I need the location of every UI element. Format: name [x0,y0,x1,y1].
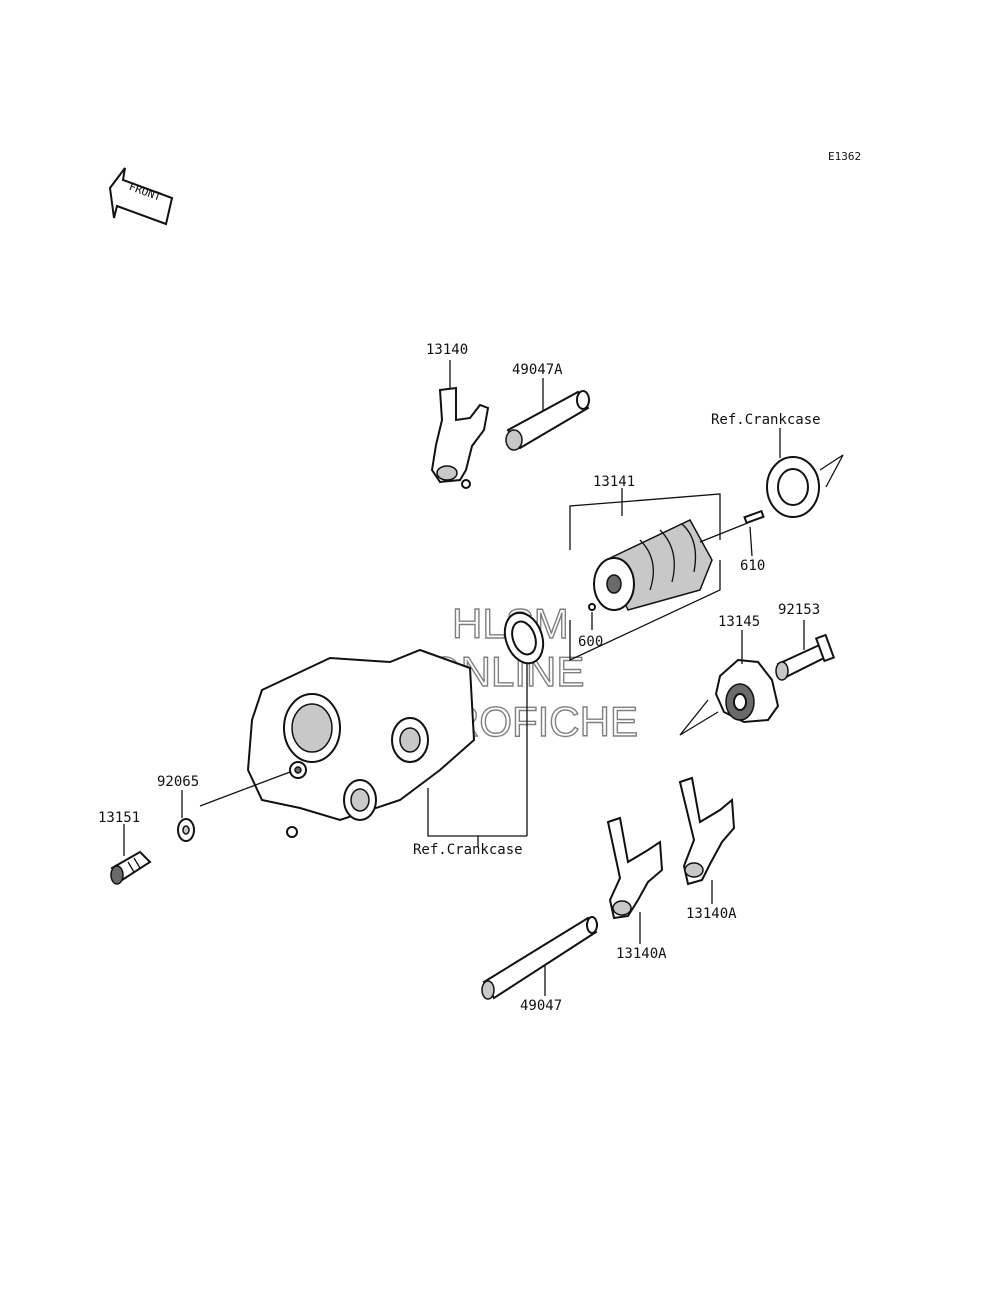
leader-610 [749,526,753,557]
label-13140A-right: 13140A [686,906,737,922]
label-92065: 92065 [157,774,199,790]
bearing-top-icon [766,454,844,518]
bolt-92153-icon [775,633,836,681]
label-13141: 13141 [593,474,635,490]
label-13151: 13151 [98,810,140,826]
label-600: 600 [578,634,603,650]
shift-fork-13140A-left-icon [606,816,664,920]
label-92153: 92153 [778,602,820,618]
bearing-needle-icon [503,611,545,665]
crankcase-icon [246,648,476,838]
front-arrow-icon: FRONT [108,167,174,226]
label-13140: 13140 [426,342,468,358]
pin-600-icon [588,603,596,611]
label-610: 610 [740,558,765,574]
shift-fork-13140A-right-icon [678,776,736,886]
star-wheel-13145-icon [679,658,780,736]
label-13140A-left: 13140A [616,946,667,962]
label-49047: 49047 [520,998,562,1014]
switch-13151-icon [110,850,152,885]
leader-case-to-washer [199,771,291,807]
shaft-49047A-icon [505,390,590,451]
label-ref-crankcase-bottom: Ref.Crankcase [413,842,523,858]
bracket-13141-bottom [569,560,721,662]
shift-drum-icon [593,509,765,611]
diagram-code: E1362 [828,150,861,163]
label-49047A: 49047A [512,362,563,378]
shift-fork-13140-icon [430,386,490,489]
bracket-13141-top [569,493,721,550]
bracket-crankcase-bottom [427,788,527,837]
shaft-49047-icon [481,916,598,1000]
label-ref-crankcase-top: Ref.Crankcase [711,412,821,428]
washer-92065-icon [177,818,195,842]
label-13145: 13145 [718,614,760,630]
